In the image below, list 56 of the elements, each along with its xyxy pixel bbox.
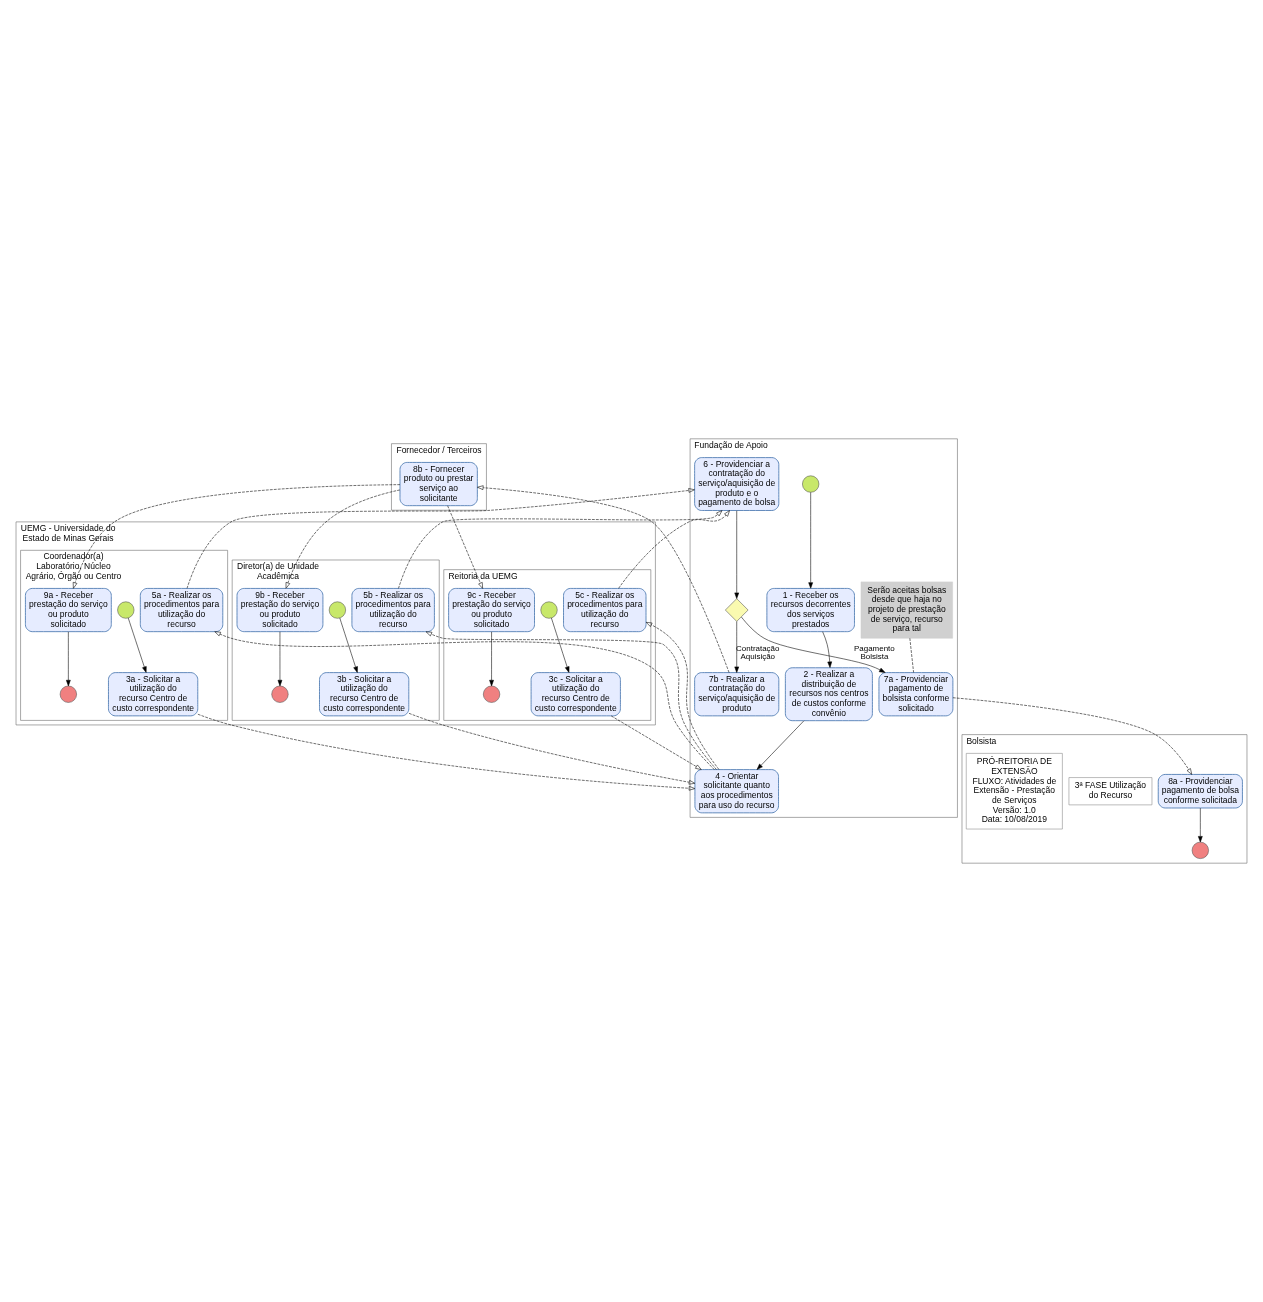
arrow [197, 713, 696, 791]
arrow [808, 492, 813, 589]
node-box: 6 - Providenciar a contratação do serviço/aquisição de produto e o pagamento de bolsa [694, 457, 780, 511]
node-circle [802, 475, 820, 493]
arrow [1198, 807, 1203, 843]
node-box: Serão aceitas bolsas desde que haja no projeto de prestação de serviço, recurso para tal [860, 581, 953, 639]
node-circle [59, 685, 77, 703]
node-box: 5b - Realizar os procedimentos para utilização do recurso [351, 588, 435, 633]
node-circle [271, 685, 289, 703]
node-box: 3ª FASE Utilização do Recurso [1068, 777, 1153, 806]
arrow [447, 505, 483, 589]
node-box: 4 - Orientar solicitante quanto aos procedimentos para uso do recurso [694, 769, 779, 814]
arrow [741, 616, 886, 673]
arrow [489, 631, 494, 687]
node-box: PRÓ-REITORIA DE EXTENSÃO FLUXO: Atividades de Extensão - Prestação de Serviços Versão: 1.0 Data: 10/08/2019 [965, 753, 1063, 830]
node-box: 3b - Solicitar a utilização do recurso Centro de custo correspondente [319, 672, 410, 717]
node-circle [540, 601, 558, 619]
node-box: 3c - Solicitar a utilização do recurso Centro de custo correspondente [530, 672, 621, 717]
arrow [734, 510, 739, 599]
arrow [756, 720, 805, 770]
arrow [645, 622, 720, 770]
arrow [477, 485, 730, 673]
arrow [186, 488, 695, 589]
arrow [398, 510, 723, 589]
arrow [952, 697, 1193, 775]
arrow [277, 631, 283, 687]
arrow [285, 489, 401, 589]
node-box: 5c - Realizar os procedimentos para utilização do recurso [563, 588, 647, 633]
node-circle [1191, 841, 1209, 859]
node-circle [117, 601, 135, 619]
arrow [551, 617, 570, 673]
node-box: 7b - Realizar a contratação do serviço/aquisição de produto [694, 672, 780, 717]
node-box: 8a - Providenciar pagamento de bolsa conforme solicitada [1157, 774, 1243, 809]
node-box: 9a - Receber prestação do serviço ou produto solicitado [25, 588, 112, 633]
node-box: 2 - Realizar a distribuição de recursos nos centros de custos conforme convênio [784, 667, 873, 722]
arrow [214, 631, 715, 770]
node-box: 3a - Solicitar a utilização do recurso Centro de custo correspondente [108, 672, 199, 717]
arrow [611, 715, 702, 770]
node-circle [483, 685, 501, 703]
arrow [408, 713, 696, 785]
arrow [66, 631, 71, 687]
node-box: 9b - Receber prestação do serviço ou produto solicitado [236, 588, 324, 633]
arrow [618, 510, 730, 589]
node-box: 7a - Providenciar pagamento de bolsista conforme solicitado [878, 672, 954, 717]
arrow [425, 631, 717, 770]
arrow [734, 621, 739, 673]
node-diamond [725, 598, 749, 622]
arrow [339, 617, 358, 673]
node-box: 5a - Realizar os procedimentos para utilização do recurso [139, 588, 224, 633]
arrow [822, 631, 832, 668]
node-box: 8b - Fornecer produto ou prestar serviço ao solicitante [399, 462, 478, 507]
arrow [72, 484, 401, 589]
node-circle [328, 601, 346, 619]
arrow [127, 617, 147, 673]
node-box: 1 - Receber os recursos decorrentes dos serviços prestados [766, 588, 855, 633]
node-box: 9c - Receber prestação do serviço ou produto solicitado [448, 588, 535, 633]
